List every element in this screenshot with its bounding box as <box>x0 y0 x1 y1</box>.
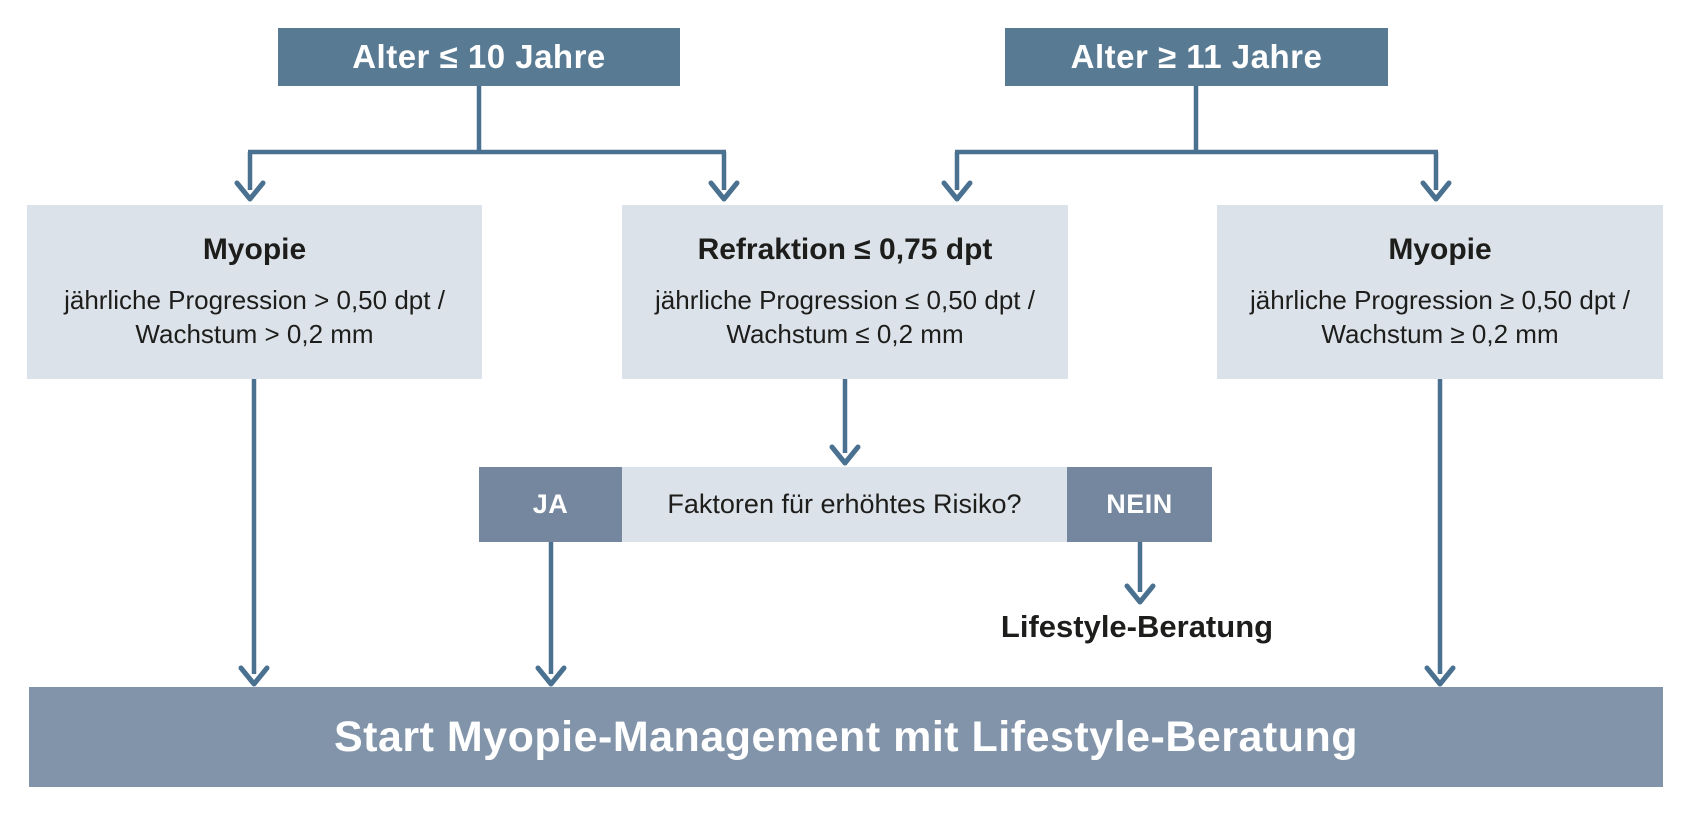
header-age-under-10-label: Alter ≤ 10 Jahre <box>352 38 606 75</box>
arrowhead-a-to-bar <box>238 665 270 687</box>
branch-right-line <box>954 86 1439 190</box>
decision-question: Faktoren für erhöhtes Risiko? <box>622 467 1067 542</box>
arrowhead-c-to-bar <box>1424 665 1456 687</box>
condition-line2: Wachstum > 0,2 mm <box>135 319 374 349</box>
branch-left-line <box>247 86 727 190</box>
arrowhead-to-box-a <box>234 180 266 202</box>
condition-line1: jährliche Progression ≥ 0,50 dpt / <box>1250 284 1630 315</box>
header-age-over-11: Alter ≥ 11 Jahre <box>1005 28 1388 86</box>
arrowhead-to-box-c <box>1420 180 1452 202</box>
condition-title: Myopie <box>202 232 307 266</box>
arrowhead-no-to-lifestyle <box>1124 583 1156 605</box>
condition-box-refraction: Refraktion ≤ 0,75 dpt jährliche Progress… <box>622 205 1068 379</box>
decision-yes-tag: JA <box>479 467 622 542</box>
condition-line2: Wachstum ≥ 0,2 mm <box>1321 319 1559 349</box>
lifestyle-advice-label: Lifestyle-Beratung <box>937 604 1337 650</box>
arrowhead-right-to-box-b <box>941 180 973 202</box>
header-age-over-11-label: Alter ≥ 11 Jahre <box>1070 38 1323 75</box>
decision-no-tag: NEIN <box>1067 467 1212 542</box>
lifestyle-advice-text: Lifestyle-Beratung <box>1000 609 1274 644</box>
final-action-bar: Start Myopie-Management mit Lifestyle-Be… <box>29 687 1663 787</box>
condition-line1: jährliche Progression ≤ 0,50 dpt / <box>655 284 1035 315</box>
arrowhead-left-to-box-b <box>708 180 740 202</box>
decision-question-label: Faktoren für erhöhtes Risiko? <box>667 489 1022 519</box>
decision-yes-label: JA <box>532 489 569 519</box>
arrowhead-to-question <box>829 444 861 466</box>
condition-title: Refraktion ≤ 0,75 dpt <box>697 232 993 266</box>
header-age-under-10: Alter ≤ 10 Jahre <box>278 28 680 86</box>
condition-line1: jährliche Progression > 0,50 dpt / <box>64 284 445 315</box>
condition-box-myopia-left: Myopie jährliche Progression > 0,50 dpt … <box>27 205 482 379</box>
condition-title: Myopie <box>1388 232 1492 266</box>
condition-box-myopia-right: Myopie jährliche Progression ≥ 0,50 dpt … <box>1217 205 1663 379</box>
final-action-bar-label: Start Myopie-Management mit Lifestyle-Be… <box>333 712 1359 761</box>
condition-line2: Wachstum ≤ 0,2 mm <box>726 319 964 349</box>
arrowhead-yes-to-bar <box>535 665 567 687</box>
decision-no-label: NEIN <box>1106 489 1173 519</box>
